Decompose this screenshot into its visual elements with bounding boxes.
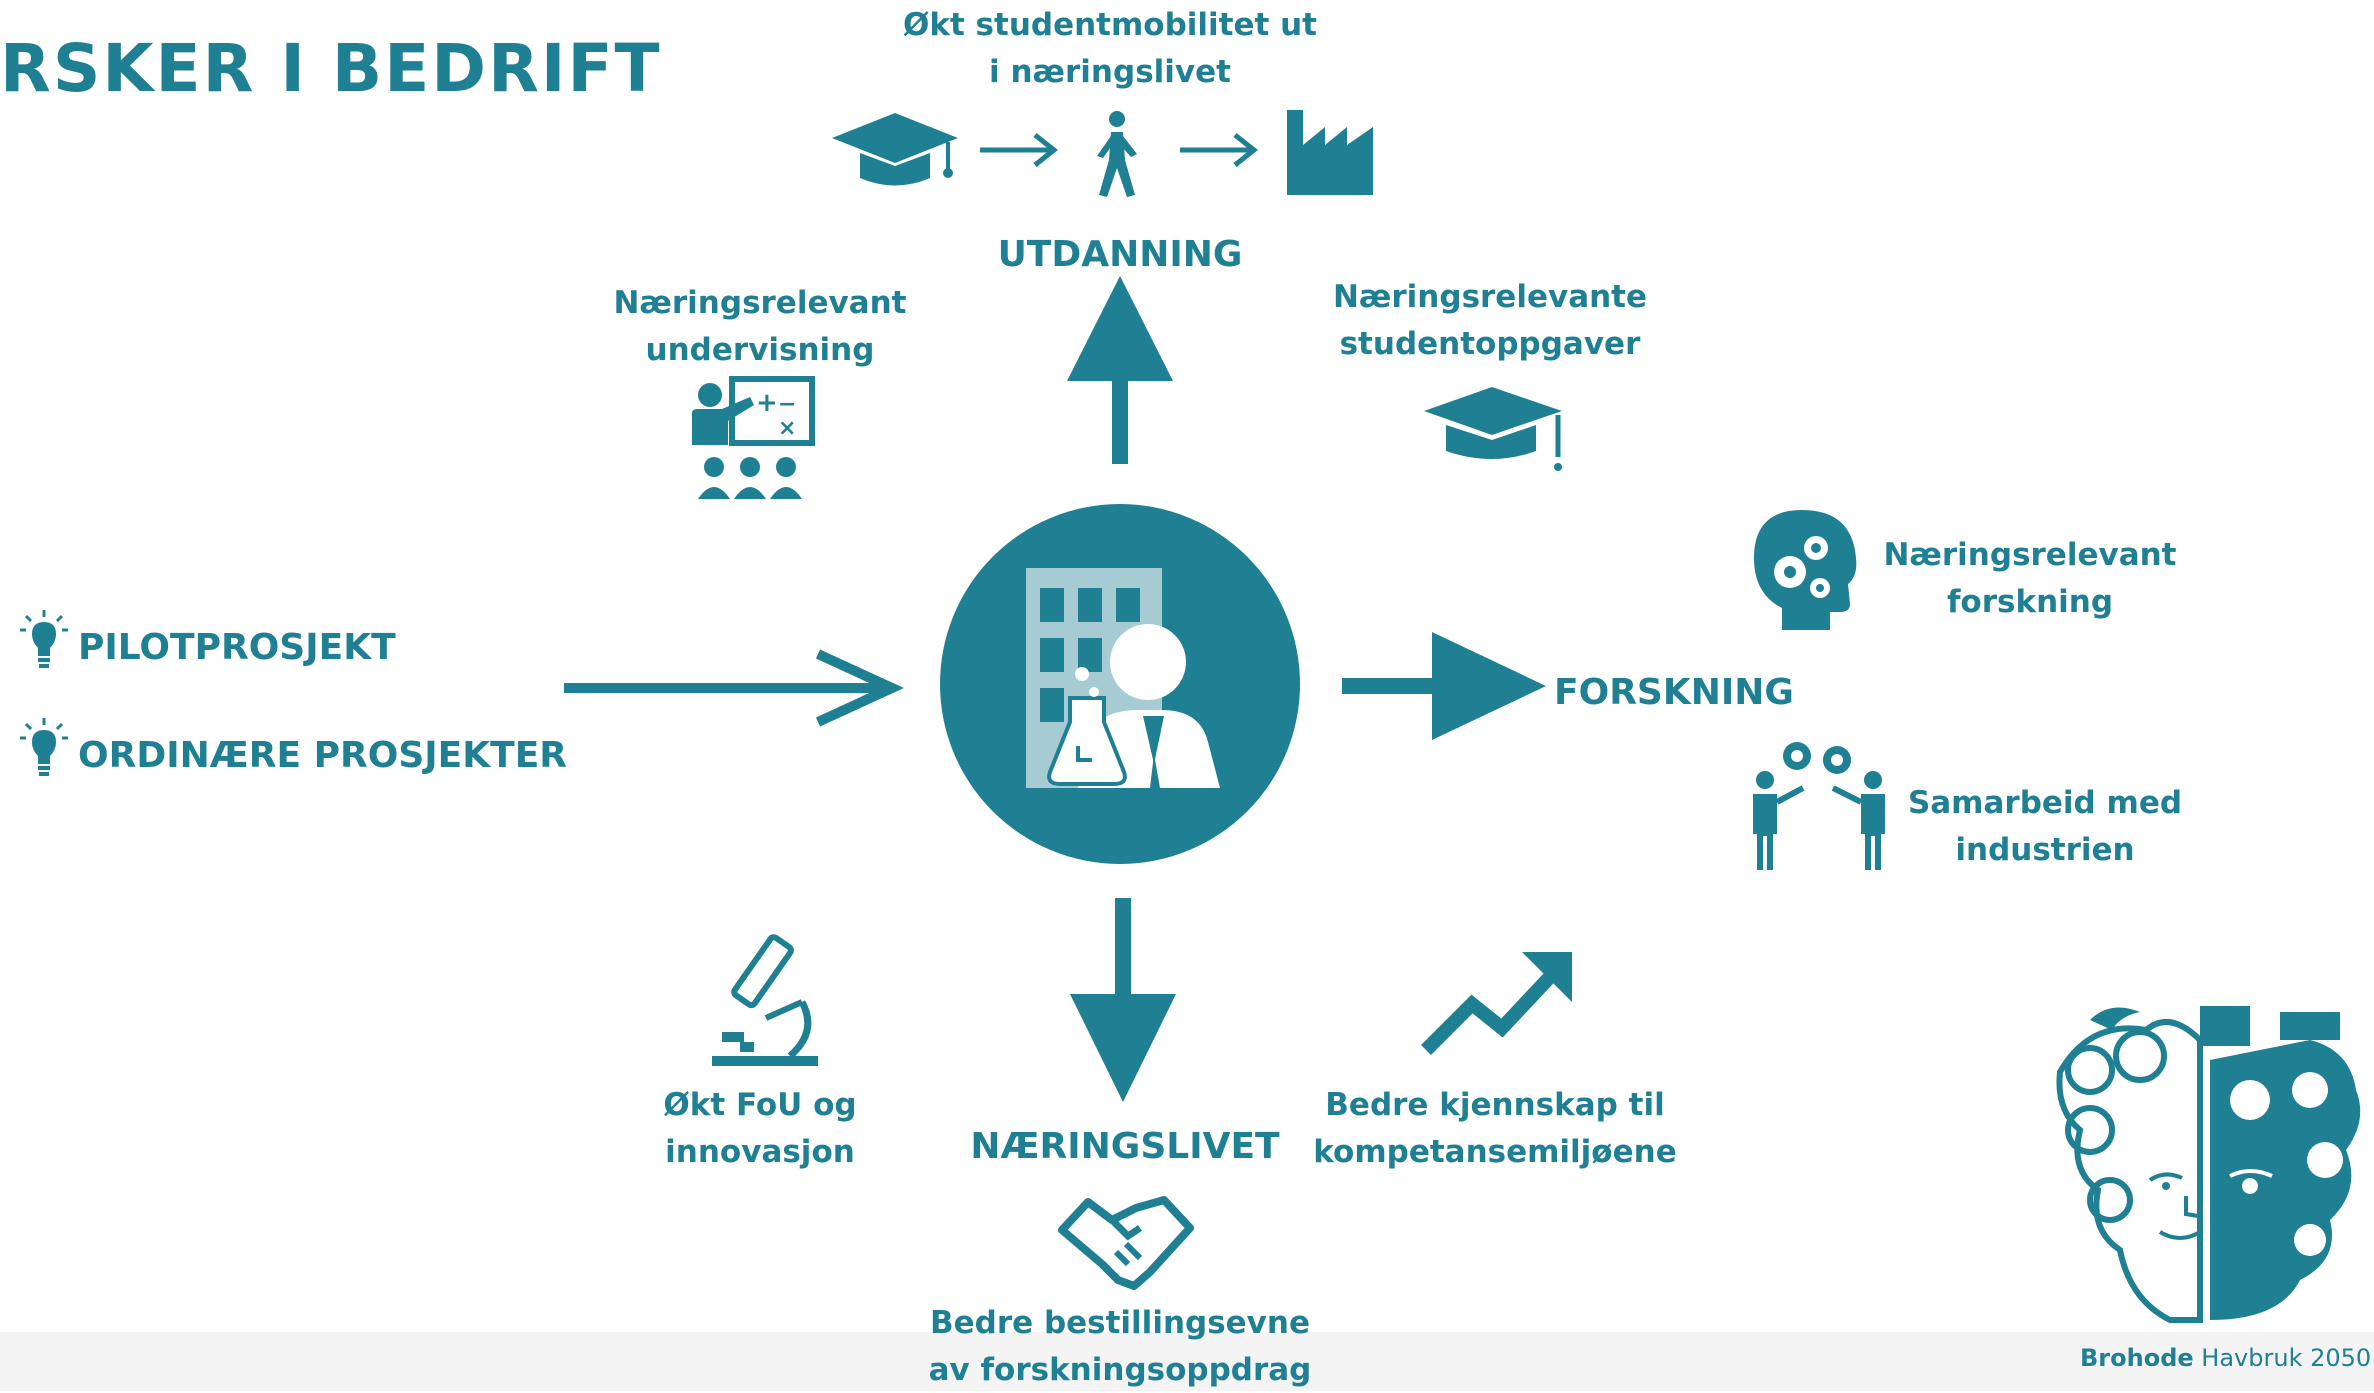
arrow-up — [1060, 276, 1180, 466]
mobility-label: Økt studentmobilitet ut i næringslivet — [880, 2, 1340, 95]
cooperation-line-2: industrien — [1890, 827, 2200, 874]
utdanning-heading: UTDANNING — [970, 228, 1270, 282]
mobility-line-1: Økt studentmobilitet ut — [880, 2, 1340, 49]
mobility-line-2: i næringslivet — [880, 49, 1340, 96]
arrow-right-solid — [1340, 630, 1550, 742]
head-gears-icon — [1752, 508, 1862, 633]
rnd-line-2: innovasjon — [600, 1129, 920, 1176]
svg-text:×: × — [778, 416, 796, 441]
student-tasks-line-2: studentoppgaver — [1320, 321, 1660, 368]
walking-person-icon — [1085, 110, 1145, 200]
rnd-line-1: Økt FoU og — [600, 1082, 920, 1129]
rnd-label: Økt FoU og innovasjon — [600, 1082, 920, 1175]
arrow-down — [1068, 898, 1178, 1104]
ordinary-projects-label: ORDINÆRE PROSJEKTER — [78, 729, 567, 783]
naeringslivet-heading: NÆRINGSLIVET — [970, 1120, 1280, 1174]
knowledge-line-2: kompetansemiljøene — [1310, 1129, 1680, 1176]
cooperation-label: Samarbeid med industrien — [1890, 780, 2200, 873]
brand-name: Brohode — [2080, 1344, 2194, 1372]
research-label: Næringsrelevant forskning — [1880, 532, 2180, 625]
page-title: RSKER I BEDRIFT — [0, 30, 662, 107]
arrow-into-center — [562, 648, 902, 728]
teaching-label: Næringsrelevant undervisning — [600, 280, 920, 373]
people-gears-icon — [1745, 738, 1895, 873]
brand-label: Brohode Havbruk 2050 — [2080, 1344, 2371, 1372]
research-line-1: Næringsrelevant — [1880, 532, 2180, 579]
lightbulb-icon — [18, 608, 70, 670]
knowledge-label: Bedre kjennskap til kompetansemiljøene — [1310, 1082, 1680, 1175]
research-line-2: forskning — [1880, 579, 2180, 626]
teaching-line-1: Næringsrelevant — [600, 280, 920, 327]
graduation-cap-exclamation-icon — [1424, 385, 1564, 475]
handshake-icon — [1058, 1194, 1194, 1290]
student-tasks-line-1: Næringsrelevante — [1320, 274, 1660, 321]
lightbulb-icon — [18, 716, 70, 778]
rising-chart-arrow-icon — [1422, 950, 1572, 1055]
forskning-heading: FORSKNING — [1554, 666, 1794, 720]
microscope-icon — [706, 932, 826, 1072]
teacher-board-icon: + − × — [688, 375, 818, 500]
ordering-line-2: av forskningsoppdrag — [920, 1347, 1320, 1393]
brand-suffix: Havbruk 2050 — [2201, 1344, 2371, 1372]
scientist-building-icon — [938, 502, 1302, 866]
ordering-label: Bedre bestillingsevne av forskningsoppdr… — [920, 1300, 1320, 1393]
arrow-right-icon — [1180, 130, 1260, 170]
student-tasks-label: Næringsrelevante studentoppgaver — [1320, 274, 1660, 367]
factory-icon — [1285, 105, 1375, 195]
graduation-cap-icon — [830, 108, 960, 188]
cooperation-line-1: Samarbeid med — [1890, 780, 2200, 827]
brohode-logo — [2050, 1000, 2370, 1330]
ordering-line-1: Bedre bestillingsevne — [920, 1300, 1320, 1347]
pilot-project-label: PILOTPROSJEKT — [78, 621, 396, 675]
svg-text:−: − — [778, 392, 796, 417]
arrow-right-icon — [980, 130, 1060, 170]
svg-text:+: + — [756, 388, 778, 418]
teaching-line-2: undervisning — [600, 327, 920, 374]
knowledge-line-1: Bedre kjennskap til — [1310, 1082, 1680, 1129]
